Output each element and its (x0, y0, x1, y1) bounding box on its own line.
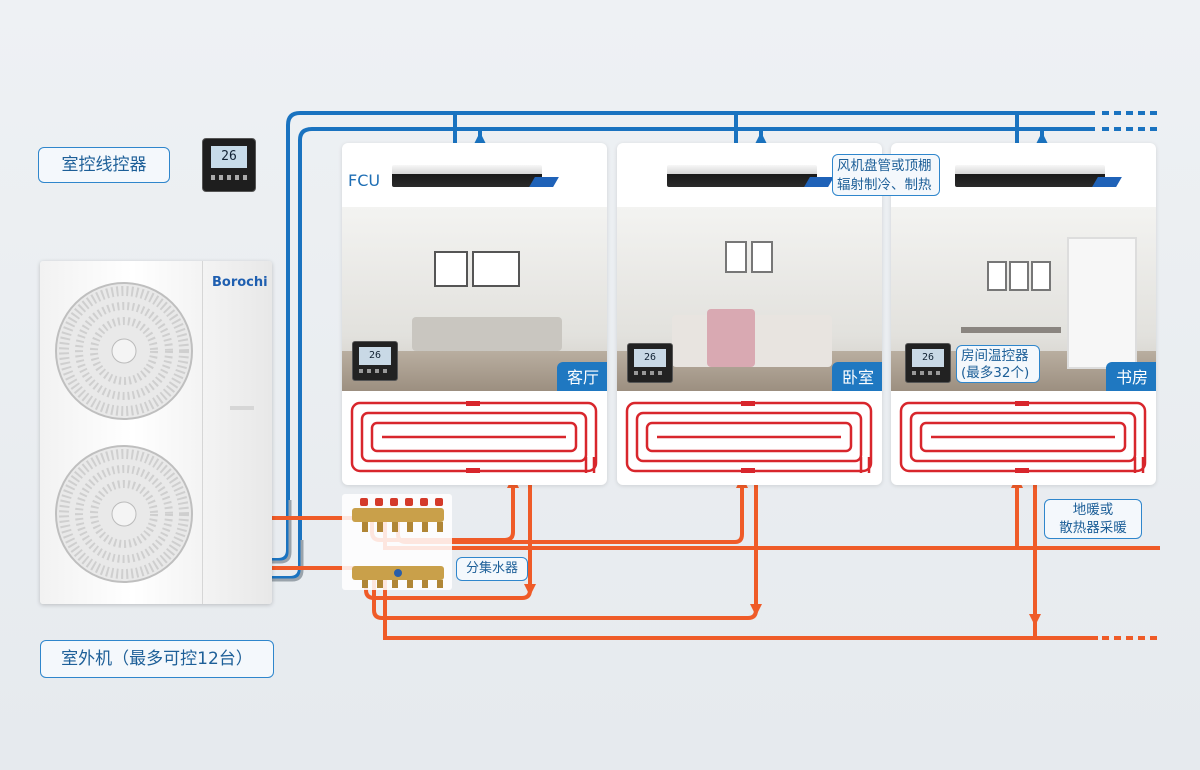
outdoor-unit-label: 室外机（最多可控12台） (40, 640, 274, 678)
fcu-description-callout: 风机盘管或顶棚 辐射制冷、制热 (832, 154, 940, 196)
floor-heating-coil (625, 401, 873, 473)
sofa (412, 317, 562, 351)
wired-controller-device: 26 (202, 138, 256, 192)
blue-pipe-return (268, 127, 1095, 580)
fcu-unit (955, 165, 1122, 187)
room-panel-study: 26 书房 (891, 143, 1156, 485)
controller-buttons (211, 175, 247, 180)
manifold-label: 分集水器 (456, 557, 528, 581)
fcu-description-line1: 风机盘管或顶棚 (837, 158, 932, 174)
room-thermostat-icon: 26 (627, 343, 673, 383)
gray-lines (268, 500, 304, 582)
brand-logo: Borochi (212, 275, 268, 290)
room-thermostat-callout: 房间温控器 (最多32个) (956, 345, 1040, 383)
floor-heating-line2: 散热器采暖 (1059, 520, 1127, 536)
wired-controller-label: 室控线控器 (38, 147, 170, 183)
desk (961, 327, 1061, 333)
manifold (342, 494, 452, 590)
room-panel-living: FCU 26 客厅 (342, 143, 607, 485)
floor-heating-coil (899, 401, 1147, 473)
wall-picture (472, 251, 520, 287)
bedroom-photo: 26 卧室 (617, 207, 882, 391)
blanket (707, 309, 755, 367)
room-thermostat-icon: 26 (352, 341, 398, 381)
living-room-photo: 26 客厅 (342, 207, 607, 391)
red-pipe-continuation (1102, 546, 1158, 640)
room-thermostat-icon: 26 (905, 343, 951, 383)
floor-heating-line1: 地暖或 (1072, 502, 1114, 518)
fan-bottom (55, 445, 193, 583)
wall-picture (987, 261, 1007, 291)
wall-picture (725, 241, 747, 273)
floor-heating-coil (350, 401, 598, 473)
fan-top (55, 282, 193, 420)
fcu-description-line2: 辐射制冷、制热 (837, 177, 932, 193)
fcu-label: FCU (348, 171, 381, 190)
wall-picture (434, 251, 468, 287)
room-panel-bedroom: 26 卧室 (617, 143, 882, 485)
blue-pipe-supply (268, 111, 1095, 562)
wall-picture (1031, 261, 1051, 291)
controller-display: 26 (211, 146, 247, 168)
room-label-study: 书房 (1105, 362, 1156, 391)
outdoor-unit: Borochi (40, 261, 272, 604)
blue-pipe-continuation (1102, 111, 1158, 131)
room-thermostat-line2: (最多32个) (961, 365, 1030, 381)
room-thermostat-line1: 房间温控器 (961, 348, 1029, 364)
bookshelf (1067, 237, 1137, 369)
red-arrows (507, 476, 1041, 626)
room-label-bedroom: 卧室 (831, 362, 882, 391)
fcu-unit (667, 165, 834, 187)
fcu-unit (392, 165, 559, 187)
floor-heating-callout: 地暖或 散热器采暖 (1044, 499, 1142, 539)
wall-picture (751, 241, 773, 273)
wall-picture (1009, 261, 1029, 291)
red-main-return (383, 575, 1098, 640)
room-label-living: 客厅 (556, 362, 607, 391)
